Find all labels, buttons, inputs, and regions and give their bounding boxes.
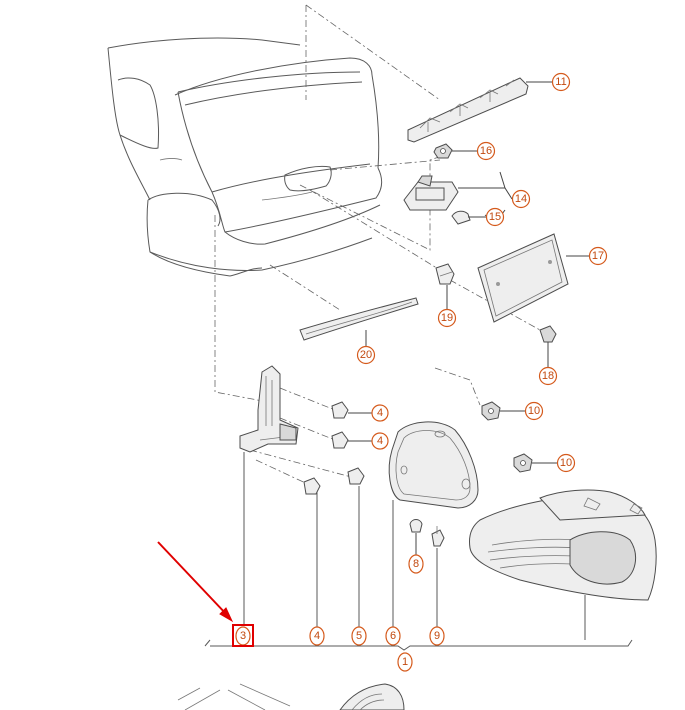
part-17-plate-holder <box>477 233 569 323</box>
part-6-gasket <box>388 421 479 509</box>
callout-17: 17 <box>588 246 608 266</box>
callout-11: 11 <box>551 72 571 92</box>
bolts <box>303 401 365 495</box>
part-8-9-clips <box>409 519 445 547</box>
tail-light <box>469 489 657 640</box>
part-16-nut <box>433 143 453 159</box>
part-10-nuts <box>481 401 533 473</box>
svg-text:11: 11 <box>555 76 566 88</box>
callout-4-middle: 4 <box>371 432 389 450</box>
callout-10-lower: 10 <box>556 453 576 473</box>
svg-text:20: 20 <box>360 349 372 361</box>
baseline <box>204 452 633 651</box>
callout-3: 3 <box>232 624 254 647</box>
svg-text:16: 16 <box>480 145 492 157</box>
callouts: 11 16 14 15 17 19 18 20 <box>232 72 608 672</box>
svg-text:18: 18 <box>542 370 554 382</box>
callout-9: 9 <box>429 626 445 646</box>
svg-text:8: 8 <box>413 558 419 570</box>
part-20-reflector <box>299 297 419 341</box>
part-11-brake-light-bar <box>407 77 529 143</box>
callout-15: 15 <box>485 207 505 227</box>
svg-text:4: 4 <box>377 435 383 447</box>
svg-text:4: 4 <box>377 407 383 419</box>
callout-4-upper: 4 <box>371 404 389 422</box>
callout-8: 8 <box>408 554 424 574</box>
svg-text:17: 17 <box>592 250 604 262</box>
callout-10-upper: 10 <box>524 401 544 421</box>
part-15-bulb <box>451 210 471 225</box>
svg-text:14: 14 <box>515 193 527 205</box>
part-3-bracket <box>239 365 299 453</box>
svg-text:19: 19 <box>441 312 453 324</box>
red-pointer-arrow <box>157 541 234 623</box>
callout-16: 16 <box>476 141 496 161</box>
callout-1: 1 <box>397 652 413 672</box>
svg-text:5: 5 <box>356 630 362 642</box>
bottom-partial-parts <box>177 683 405 710</box>
svg-text:3: 3 <box>240 630 246 642</box>
part-19-clip <box>435 263 455 285</box>
svg-text:10: 10 <box>528 405 540 417</box>
svg-text:9: 9 <box>434 630 440 642</box>
svg-text:10: 10 <box>560 457 572 469</box>
svg-text:15: 15 <box>489 211 501 223</box>
svg-text:6: 6 <box>390 630 396 642</box>
part-18-screw <box>539 325 557 343</box>
svg-text:4: 4 <box>314 630 320 642</box>
callout-20: 20 <box>356 345 376 365</box>
callout-6: 6 <box>385 626 401 646</box>
svg-text:1: 1 <box>402 656 408 668</box>
callout-5: 5 <box>351 626 367 646</box>
callout-14: 14 <box>511 189 531 209</box>
car-body-outline <box>107 37 383 277</box>
part-14-plate-lamp <box>403 175 459 211</box>
callout-4-lower: 4 <box>309 626 325 646</box>
callout-18: 18 <box>538 366 558 386</box>
callout-19: 19 <box>437 308 457 328</box>
